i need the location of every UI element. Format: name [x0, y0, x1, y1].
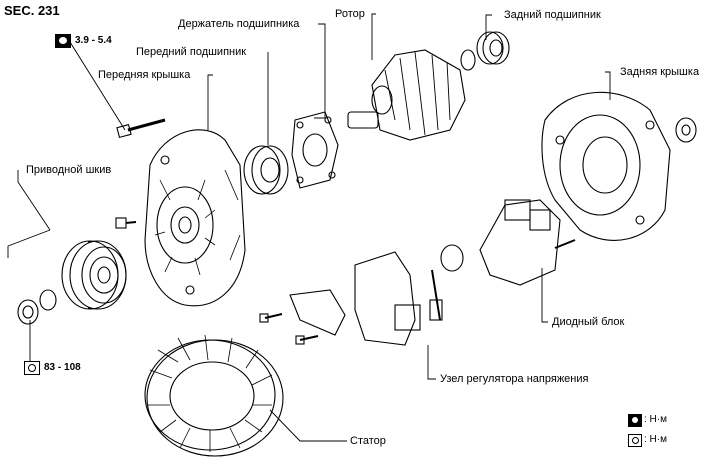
torque-value-bolt: 3.9 - 5.4 [75, 35, 112, 46]
legend-unit-2: : Н·м [644, 434, 667, 445]
torque-wrench-outline-icon [628, 434, 642, 447]
rear-cover-shape [541, 91, 671, 241]
rotor-shape [347, 49, 466, 141]
regulator-shapes [259, 244, 464, 346]
rear-bearing-shape [460, 31, 510, 71]
bolt-shape [116, 118, 166, 139]
torque-wrench-icon [628, 414, 642, 427]
pulley-shape [61, 240, 127, 310]
label-stator: Статор [350, 435, 386, 447]
legend-unit-1: : Н·м [644, 414, 667, 425]
torque-wrench-icon [55, 34, 71, 48]
small-screw-shape [115, 217, 137, 229]
label-rear-cover: Задняя крышка [620, 66, 700, 78]
diode-block-shape [479, 199, 576, 286]
label-diode-block: Диодный блок [552, 316, 625, 328]
washer-nut-shape [17, 289, 57, 325]
stator-shape [144, 334, 284, 457]
label-front-bearing: Передний подшипник [136, 46, 247, 58]
label-rear-bearing: Задний подшипник [504, 9, 601, 21]
bearing-retainer-shape [291, 111, 339, 189]
torque-value-nut: 83 - 108 [44, 362, 81, 373]
rear-nut-shape [675, 117, 697, 143]
label-front-cover: Передняя крышка [98, 69, 191, 81]
front-cover-shape [144, 129, 246, 307]
label-regulator: Узел регулятора напряжения [440, 373, 589, 385]
torque-wrench-outline-icon [24, 361, 40, 375]
label-pulley: Приводной шкив [26, 164, 112, 176]
label-bearing-retainer: Держатель подшипника [178, 18, 300, 30]
section-code: SEC. 231 [4, 3, 60, 18]
front-bearing-shape [243, 145, 289, 195]
label-rotor: Ротор [335, 8, 365, 20]
